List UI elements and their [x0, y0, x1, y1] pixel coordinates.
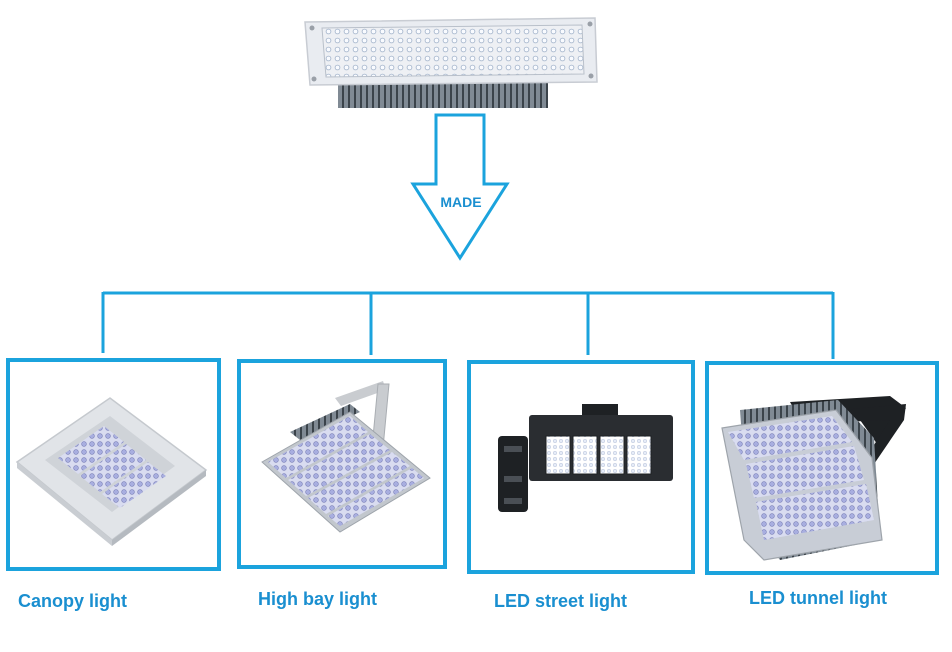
canopy-light-image: [15, 397, 208, 546]
made-label: MADE: [440, 194, 481, 210]
product-label-canopy-light: Canopy light: [18, 591, 127, 611]
led-tunnel-light-image: [721, 396, 906, 561]
high-bay-light-image: [261, 381, 431, 533]
led-street-light-image: [498, 404, 673, 512]
product-label-high-bay-light: High bay light: [258, 589, 377, 609]
led-module-image: [304, 17, 598, 108]
made-arrow: [410, 113, 510, 261]
product-label-led-street-light: LED street light: [494, 591, 628, 611]
product-label-led-tunnel-light: LED tunnel light: [749, 588, 887, 608]
product-card-led-tunnel-light: [705, 361, 939, 575]
connector-tree: [101, 291, 835, 359]
product-card-canopy-light: [6, 358, 221, 571]
product-card-led-street-light: [467, 360, 695, 574]
product-card-high-bay-light: [237, 359, 447, 569]
